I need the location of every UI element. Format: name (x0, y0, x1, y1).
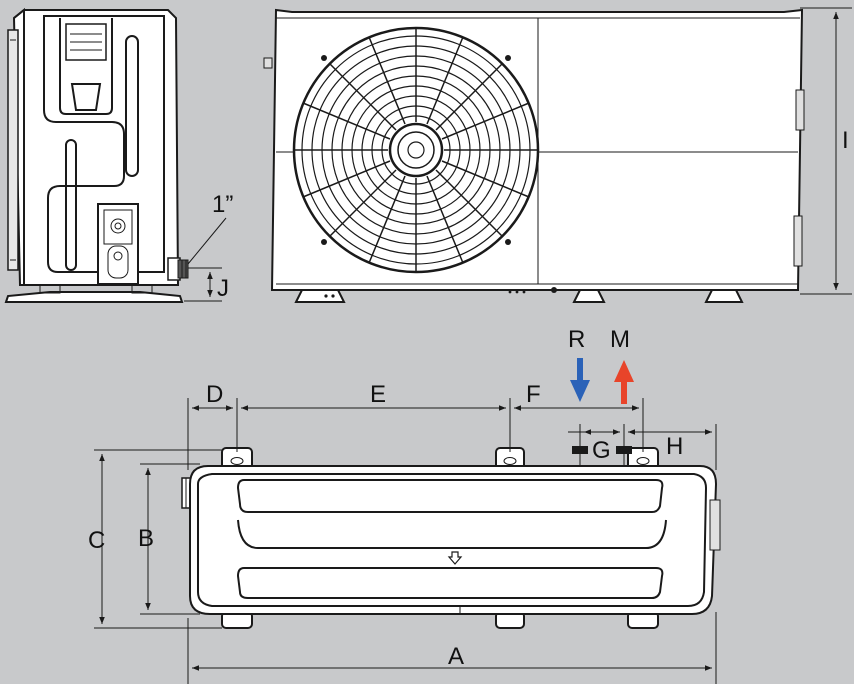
dimension-d-label: D (206, 381, 223, 408)
dimension-b-c (94, 449, 222, 629)
dimension-i-label: I (842, 127, 849, 154)
dimension-i (800, 7, 852, 295)
dimension-j-label: J (217, 275, 229, 302)
drain-arrow-icon (447, 551, 463, 565)
dimension-h-label: H (666, 433, 683, 460)
return-arrow (570, 358, 590, 402)
dimension-g-h (568, 424, 717, 470)
dimension-a (187, 612, 717, 684)
flow-arrow (614, 360, 634, 404)
fitting-leader-line (187, 217, 227, 265)
flow-label: M (610, 326, 630, 353)
front-view (263, 8, 805, 303)
dimension-e-label: E (370, 381, 386, 408)
dimension-g-label: G (592, 437, 611, 464)
dimension-j (184, 267, 222, 302)
dimension-a-label: A (448, 643, 464, 670)
dimension-f-label: F (526, 381, 541, 408)
dimension-b-label: B (138, 525, 154, 552)
return-label: R (568, 326, 585, 353)
side-view (4, 7, 189, 303)
dimension-d-e-f (187, 398, 644, 470)
dimension-c-label: C (88, 527, 105, 554)
top-view (181, 446, 721, 629)
fitting-size-label: 1” (212, 191, 233, 218)
